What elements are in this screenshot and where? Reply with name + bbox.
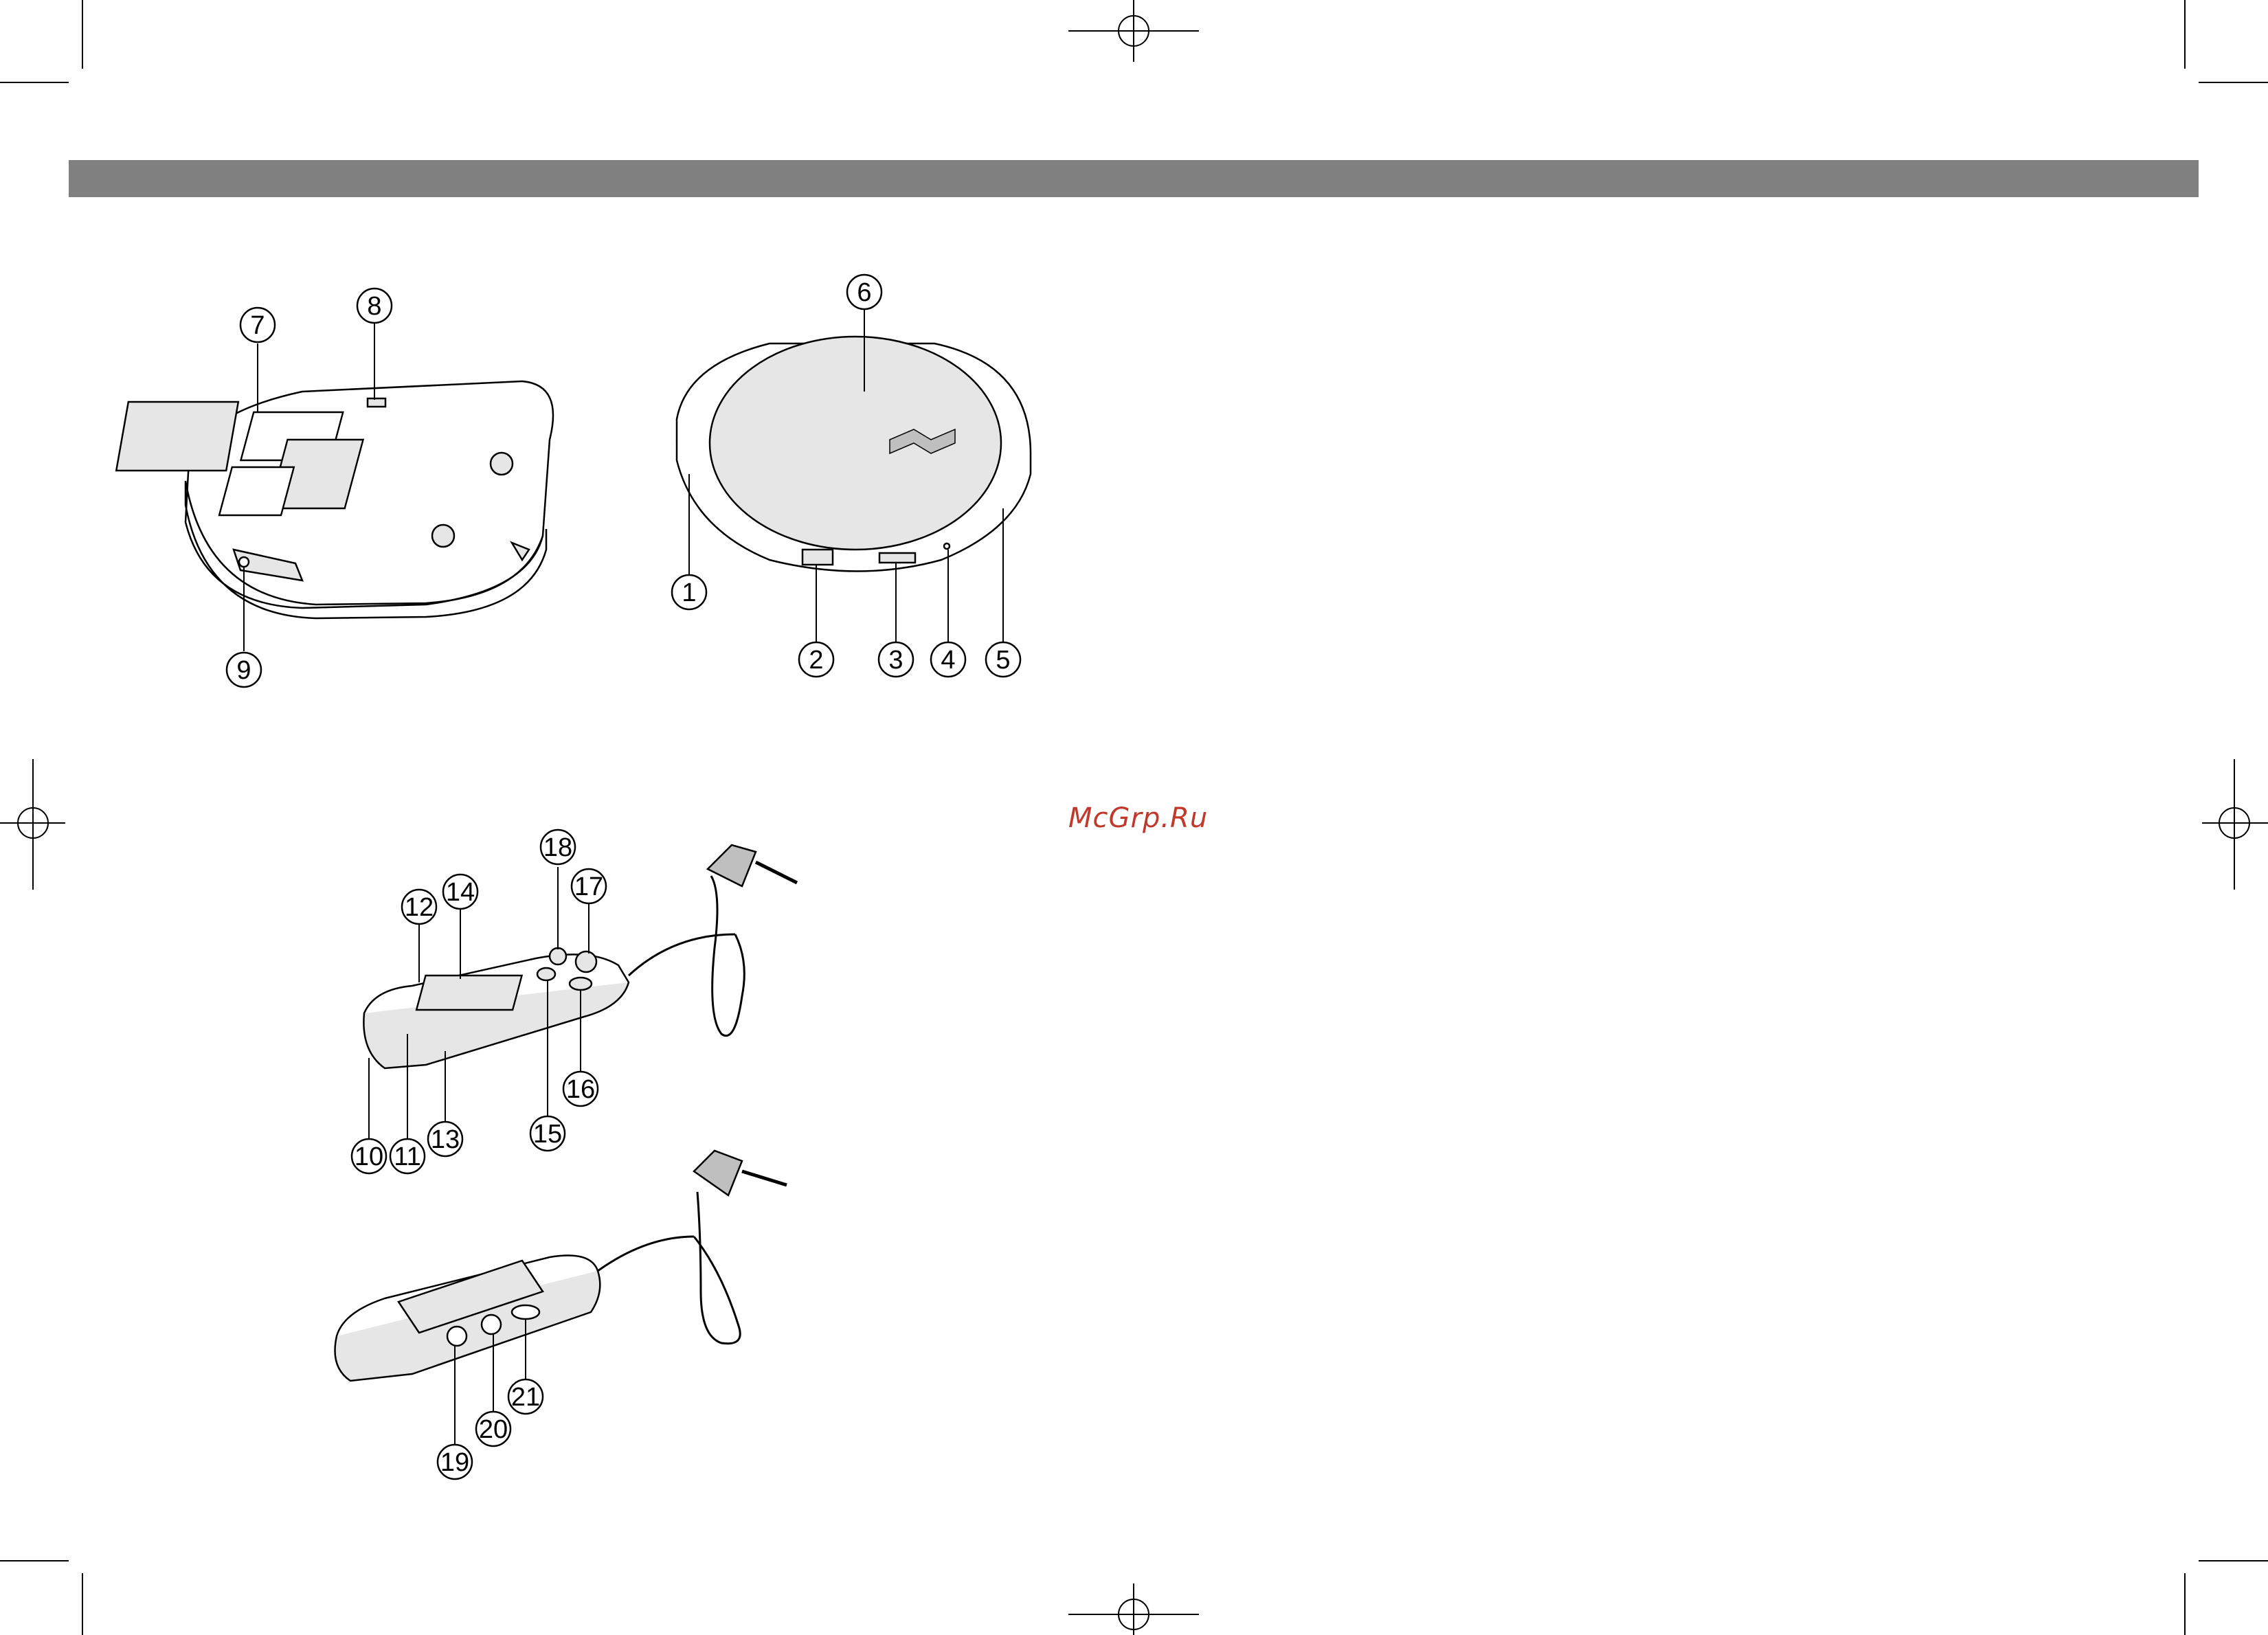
player-bottom-view (116, 381, 553, 618)
svg-text:19: 19 (440, 1448, 469, 1477)
callout-3: 3 (879, 642, 913, 677)
svg-text:17: 17 (574, 872, 603, 901)
lid-disc (710, 337, 1001, 550)
callout-15: 15 (530, 1116, 565, 1151)
callout-18: 18 (541, 830, 575, 864)
svg-text:18: 18 (543, 833, 572, 862)
hold-switch (879, 553, 915, 563)
registration-mark-left (0, 759, 65, 890)
callout-13: 13 (428, 1122, 462, 1156)
callout-10: 10 (352, 1139, 386, 1173)
header-bar (69, 160, 2199, 197)
svg-text:16: 16 (566, 1075, 595, 1104)
remote-back-view (335, 1151, 787, 1381)
callout-9: 9 (227, 653, 261, 687)
callout-14: 14 (443, 875, 478, 909)
callout-20: 20 (476, 1412, 510, 1446)
svg-text:9: 9 (236, 656, 251, 685)
callout-6: 6 (847, 275, 882, 309)
svg-text:20: 20 (479, 1415, 508, 1444)
svg-text:2: 2 (809, 646, 823, 675)
registration-mark-bottom (1068, 1583, 1199, 1635)
svg-text:7: 7 (250, 311, 265, 340)
svg-text:21: 21 (511, 1383, 540, 1412)
remote-display (416, 976, 521, 1010)
callout-4: 4 (931, 642, 965, 677)
svg-text:4: 4 (941, 646, 955, 675)
svg-text:5: 5 (996, 646, 1010, 675)
svg-text:14: 14 (446, 878, 475, 907)
svg-text:3: 3 (888, 646, 903, 675)
callout-5: 5 (986, 642, 1020, 677)
svg-text:13: 13 (431, 1125, 460, 1154)
dc-in-jack (368, 398, 385, 407)
registration-mark-top (1068, 0, 1199, 62)
callout-11: 11 (390, 1139, 425, 1173)
svg-text:15: 15 (533, 1120, 562, 1149)
callout-16: 16 (563, 1072, 598, 1106)
callout-2: 2 (799, 642, 833, 677)
callout-7: 7 (240, 308, 275, 342)
callout-1: 1 (672, 575, 706, 609)
svg-text:6: 6 (857, 278, 871, 307)
player-top-view (677, 337, 1031, 572)
registration-mark-right (2202, 759, 2268, 890)
svg-text:11: 11 (394, 1142, 420, 1171)
svg-text:12: 12 (405, 893, 434, 922)
callout-8: 8 (357, 289, 392, 323)
callout-17: 17 (572, 869, 606, 903)
callout-19: 19 (438, 1445, 472, 1479)
watermark-text: McGrp.Ru (1068, 802, 1208, 834)
callout-21: 21 (508, 1379, 543, 1414)
callout-12: 12 (402, 890, 436, 924)
svg-text:10: 10 (355, 1142, 383, 1171)
phones-jack (802, 550, 833, 565)
svg-text:1: 1 (682, 578, 696, 607)
svg-text:8: 8 (367, 292, 381, 321)
battery-compartment (116, 402, 238, 471)
